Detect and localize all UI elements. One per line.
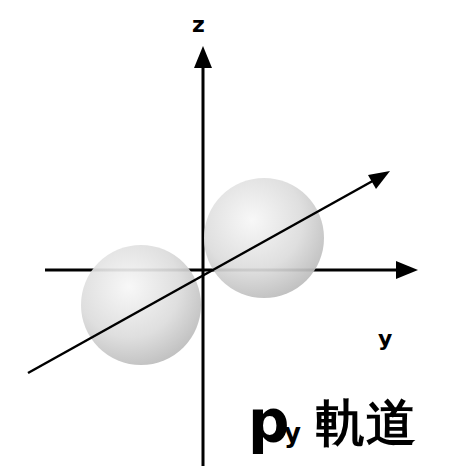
- x-arrowhead: [368, 171, 390, 189]
- orbital-lobe: [81, 245, 201, 365]
- x-axis: [28, 178, 378, 373]
- z-arrowhead: [194, 46, 212, 68]
- axis-label: z: [192, 14, 205, 36]
- orbital-name: p: [248, 393, 290, 451]
- axis-label: y: [378, 328, 392, 350]
- orbital-lobe: [204, 178, 324, 298]
- orbital-subscript: y: [284, 420, 301, 446]
- z-axis: [202, 62, 205, 466]
- orbital-title: 軌道: [316, 398, 416, 448]
- y-arrowhead: [396, 261, 418, 279]
